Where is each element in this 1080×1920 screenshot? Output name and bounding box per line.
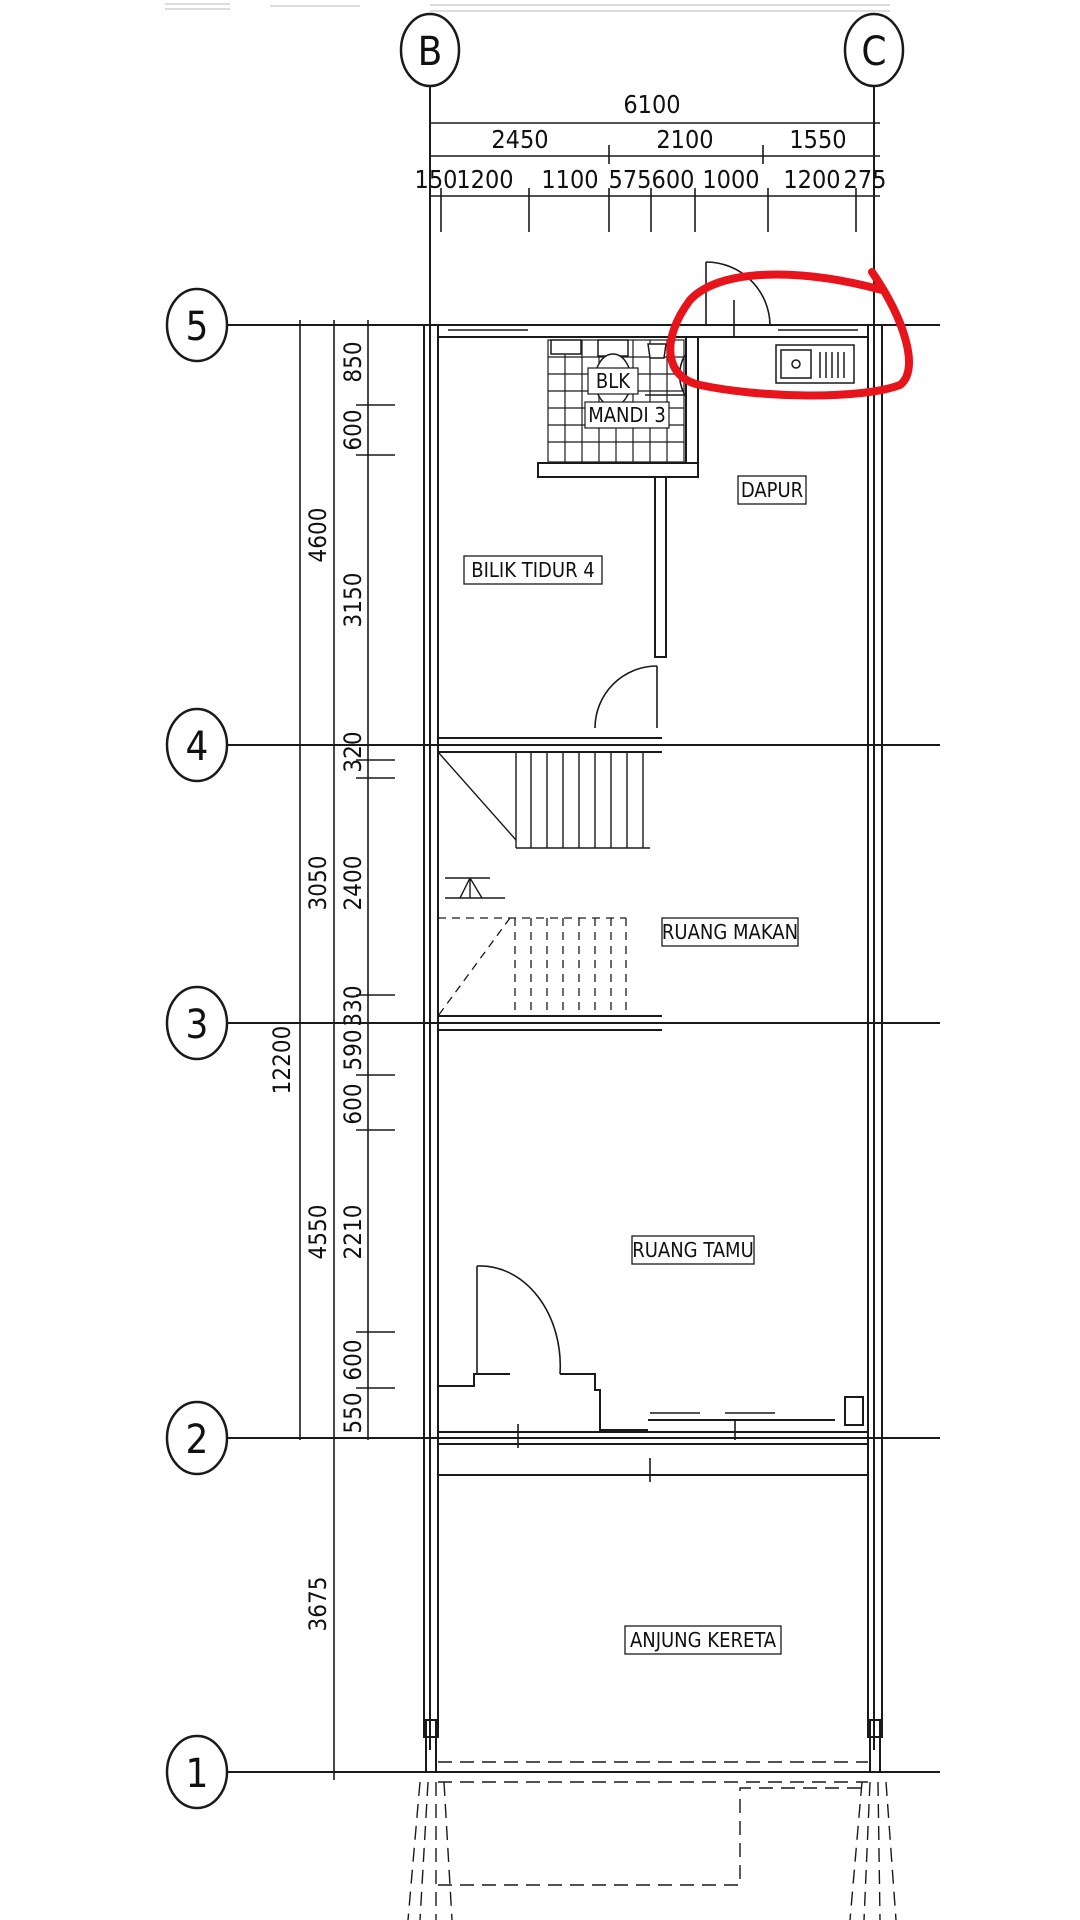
dim-seg-550: 550 bbox=[339, 1392, 367, 1433]
room-label-anjung-kereta: ANJUNG KERETA bbox=[630, 1628, 777, 1652]
grid-label-5: 5 bbox=[186, 304, 209, 350]
dim-seg-8: 275 bbox=[844, 165, 887, 194]
dim-overall-length: 12200 bbox=[268, 1026, 296, 1095]
room-label-tamu-box: RUANG TAMU bbox=[631, 1235, 755, 1265]
dim-zone-1: 4600 bbox=[304, 508, 332, 563]
porch-dashed bbox=[407, 1761, 897, 1920]
room-label-blk: BLK bbox=[596, 369, 631, 393]
dim-seg-2210: 2210 bbox=[339, 1205, 367, 1260]
grid-bubble-C: C bbox=[843, 12, 905, 88]
room-label-ruang-makan: RUANG MAKAN bbox=[662, 920, 798, 944]
staircase-dashed bbox=[437, 917, 627, 1017]
room-label-anjung-box: ANJUNG KERETA bbox=[624, 1625, 782, 1655]
grid-label-C: C bbox=[861, 29, 886, 75]
dim-span-2: 2100 bbox=[656, 125, 713, 154]
room-label-bilik-box: BILIK TIDUR 4 bbox=[463, 555, 603, 585]
dim-seg-7: 1200 bbox=[783, 165, 840, 194]
bathroom-label: BLK MANDI 3 bbox=[584, 367, 670, 429]
grid-bubble-5: 5 bbox=[165, 287, 229, 363]
dim-seg-6: 1000 bbox=[702, 165, 759, 194]
scan-header-residue bbox=[165, 3, 890, 12]
left-dimension-lines bbox=[290, 320, 395, 1780]
grid-label-B: B bbox=[418, 29, 443, 75]
grid-label-1: 1 bbox=[186, 1751, 209, 1797]
grid-label-4: 4 bbox=[186, 724, 209, 770]
sink-icon bbox=[775, 344, 855, 384]
dim-seg-4: 575 bbox=[609, 165, 652, 194]
highlight-circle bbox=[666, 268, 913, 400]
room-label-mandi: MANDI 3 bbox=[588, 403, 666, 427]
dim-seg-600a: 600 bbox=[339, 409, 367, 450]
dim-seg-850: 850 bbox=[339, 341, 367, 382]
dim-seg-3150: 3150 bbox=[339, 573, 367, 628]
grid-label-3: 3 bbox=[186, 1002, 209, 1048]
dim-seg-2: 1200 bbox=[456, 165, 513, 194]
left-dimension-texts: 12200 4600 3050 4550 850 600 3150 320 24… bbox=[268, 341, 367, 1631]
room-label-dapur: DAPUR bbox=[741, 478, 803, 502]
dim-seg-2400: 2400 bbox=[339, 856, 367, 911]
room-label-ruang-tamu: RUANG TAMU bbox=[632, 1238, 754, 1262]
dim-front-porch: 3675 bbox=[304, 1577, 332, 1632]
grid-bubble-2: 2 bbox=[165, 1400, 229, 1476]
dim-seg-600c: 600 bbox=[339, 1339, 367, 1380]
grid-bubble-4: 4 bbox=[165, 707, 229, 783]
grid-bubble-1: 1 bbox=[165, 1734, 229, 1810]
grid-label-2: 2 bbox=[186, 1417, 209, 1463]
dim-seg-330: 330 bbox=[339, 985, 367, 1026]
room-label-bilik-tidur: BILIK TIDUR 4 bbox=[471, 558, 594, 582]
dim-seg-320: 320 bbox=[339, 731, 367, 772]
grid-bubble-B: B bbox=[399, 12, 461, 88]
dim-zone-3: 4550 bbox=[304, 1205, 332, 1260]
dim-span-1: 2450 bbox=[491, 125, 548, 154]
dim-seg-1: 150 bbox=[415, 165, 458, 194]
staircase bbox=[437, 751, 650, 899]
dim-seg-3: 1100 bbox=[541, 165, 598, 194]
dim-span-3: 1550 bbox=[789, 125, 846, 154]
room-label-dapur-box: DAPUR bbox=[737, 475, 807, 505]
top-dimension-lines bbox=[429, 115, 880, 290]
dim-overall-width: 6100 bbox=[623, 90, 680, 119]
dim-seg-5: 600 bbox=[652, 165, 695, 194]
walls bbox=[423, 324, 883, 1773]
doors bbox=[476, 261, 775, 1482]
top-dimension-texts: 6100 2450 2100 1550 150 1200 1100 575 60… bbox=[415, 90, 887, 194]
dim-seg-600b: 600 bbox=[339, 1083, 367, 1124]
dim-zone-2: 3050 bbox=[304, 856, 332, 911]
grid-bubble-3: 3 bbox=[165, 985, 229, 1061]
dim-seg-590: 590 bbox=[339, 1029, 367, 1070]
room-label-makan-box: RUANG MAKAN bbox=[661, 917, 799, 947]
basin-icon bbox=[550, 339, 667, 359]
